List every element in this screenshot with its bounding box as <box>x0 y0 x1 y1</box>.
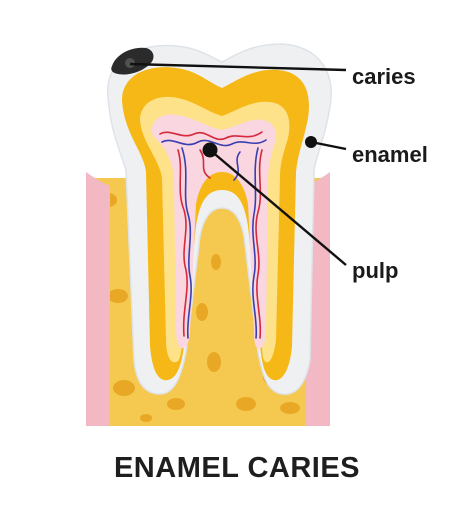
leader-lines <box>129 62 347 266</box>
enamel-label: enamel <box>352 142 428 167</box>
pulp-leader <box>209 149 347 266</box>
nerves-vessels <box>159 131 267 339</box>
caries-label: caries <box>352 64 416 89</box>
pulp-chamber <box>151 114 276 349</box>
diagram-title: ENAMEL CARIES <box>113 452 361 484</box>
pulp-label: pulp <box>352 258 399 283</box>
caries-spot <box>111 47 154 75</box>
caries-leader <box>129 62 347 72</box>
enamel-leader <box>310 140 347 151</box>
